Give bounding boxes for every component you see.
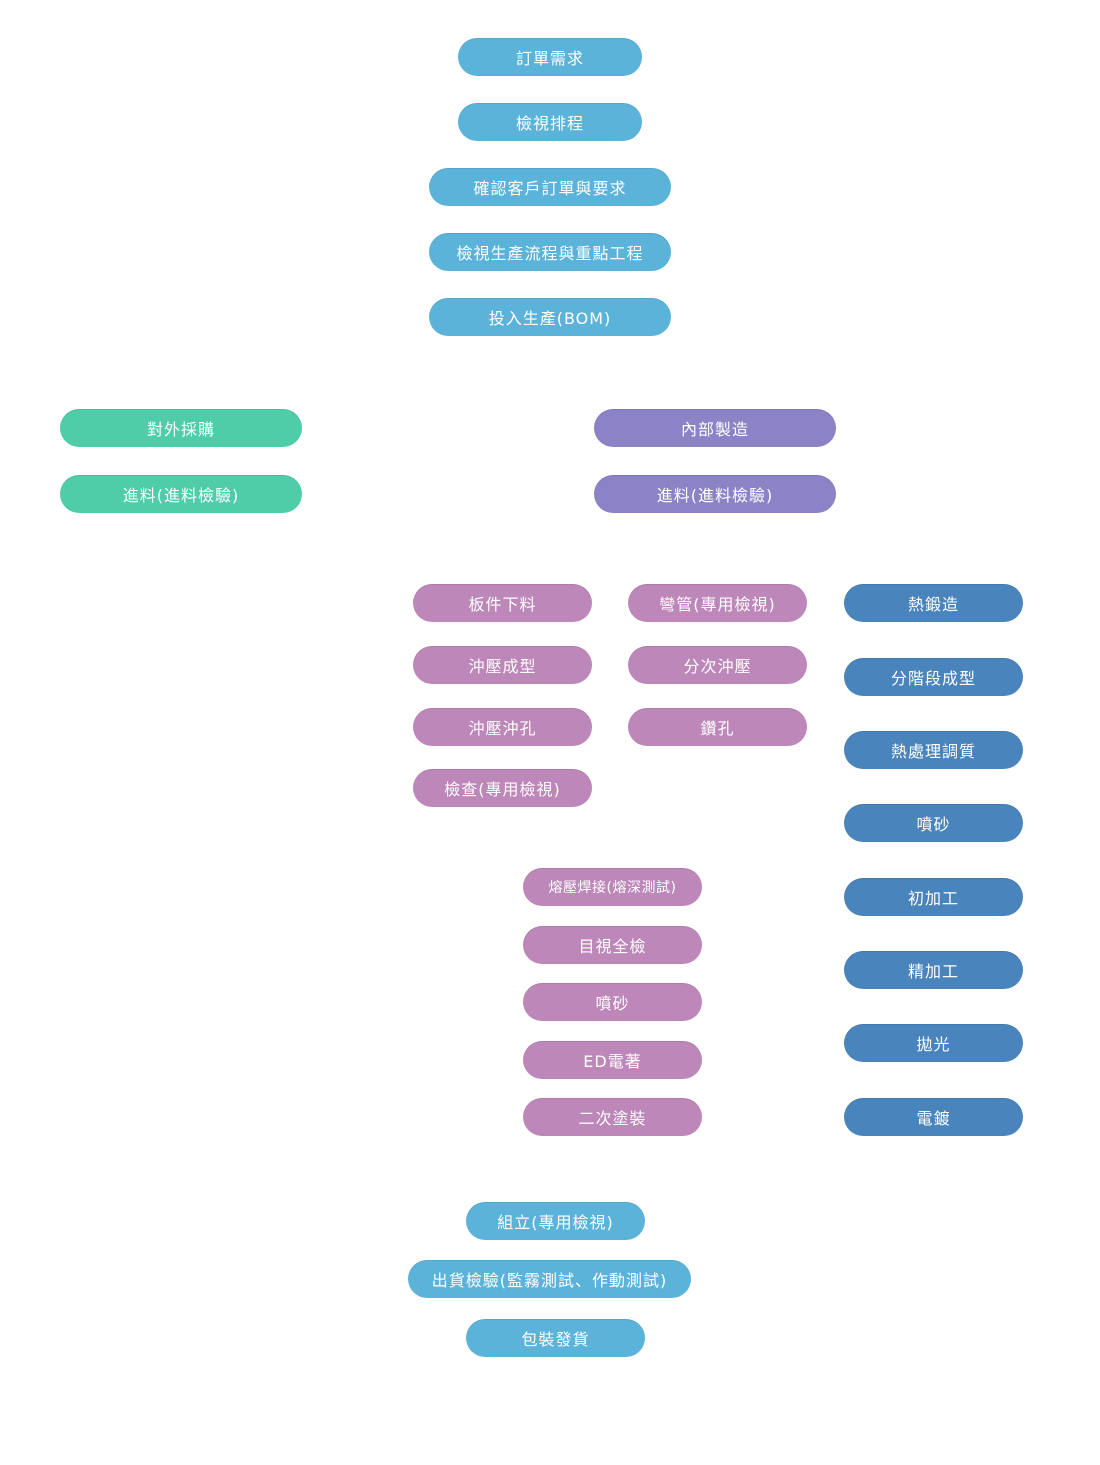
progressive-stamping-node: 分次沖壓 (628, 646, 807, 684)
tube-bending-node: 彎管(專用檢視) (628, 584, 807, 622)
review-schedule-node: 檢視排程 (458, 103, 642, 141)
heat-treatment-node: 熱處理調質 (844, 731, 1023, 769)
internal-incoming-inspection-node: 進料(進料檢驗) (594, 475, 836, 513)
sheet-cutting-node: 板件下料 (413, 584, 592, 622)
assembly-node: 組立(專用檢視) (466, 1202, 645, 1240)
review-production-process-node: 檢視生產流程與重點工程 (429, 233, 671, 271)
order-demand-node: 訂單需求 (458, 38, 642, 76)
packing-shipping-node: 包裝發貨 (466, 1319, 645, 1357)
welding-node: 熔壓焊接(熔深測試) (523, 868, 702, 906)
ed-coating-node: ED電著 (523, 1041, 702, 1079)
machining-sandblasting-node: 噴砂 (844, 804, 1023, 842)
start-production-bom-node: 投入生產(BOM) (429, 298, 671, 336)
external-purchasing-node: 對外採購 (60, 409, 302, 447)
finish-machining-node: 精加工 (844, 951, 1023, 989)
internal-manufacturing-node: 內部製造 (594, 409, 836, 447)
hot-forging-node: 熱鍛造 (844, 584, 1023, 622)
drilling-node: 鑽孔 (628, 708, 807, 746)
visual-check-node: 目視全檢 (523, 926, 702, 964)
confirm-customer-order-node: 確認客戶訂單與要求 (429, 168, 671, 206)
secondary-painting-node: 二次塗裝 (523, 1098, 702, 1136)
rough-machining-node: 初加工 (844, 878, 1023, 916)
polishing-node: 拋光 (844, 1024, 1023, 1062)
shipping-inspection-node: 出貨檢驗(監霧測試、作動測試) (408, 1260, 691, 1298)
plating-node: 電鍍 (844, 1098, 1023, 1136)
sheet-inspection-node: 檢查(專用檢視) (413, 769, 592, 807)
stamping-forming-node: 沖壓成型 (413, 646, 592, 684)
staged-forming-node: 分階段成型 (844, 658, 1023, 696)
external-incoming-inspection-node: 進料(進料檢驗) (60, 475, 302, 513)
stamping-punching-node: 沖壓沖孔 (413, 708, 592, 746)
finishing-sandblasting-node: 噴砂 (523, 983, 702, 1021)
